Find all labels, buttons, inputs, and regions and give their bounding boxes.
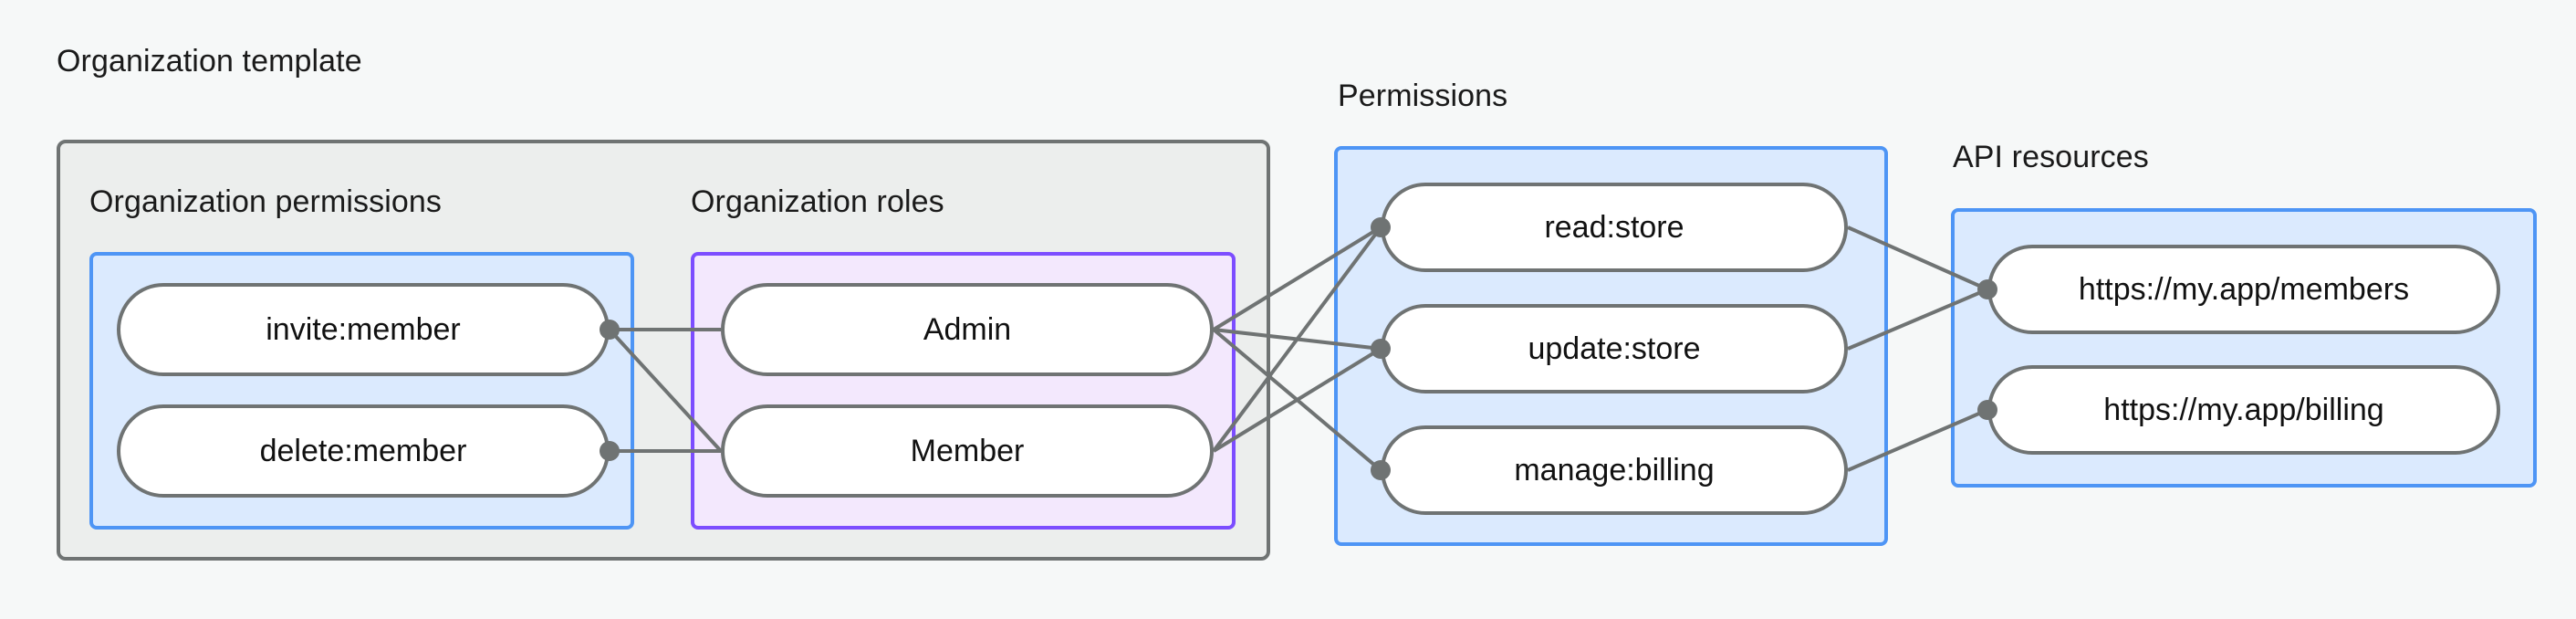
group-title-api-resources: API resources: [1953, 140, 2149, 174]
node-invite-member[interactable]: invite:member: [117, 283, 610, 376]
group-title-permissions: Permissions: [1338, 79, 1508, 113]
subgroup-title-organization-roles: Organization roles: [691, 184, 944, 219]
group-title-organization-template: Organization template: [57, 44, 362, 79]
node-role-member[interactable]: Member: [721, 404, 1214, 498]
node-update-store[interactable]: update:store: [1381, 304, 1848, 393]
node-api-resource-members[interactable]: https://my.app/members: [1987, 245, 2500, 334]
node-read-store[interactable]: read:store: [1381, 183, 1848, 272]
node-manage-billing[interactable]: manage:billing: [1381, 425, 1848, 515]
subgroup-title-organization-permissions: Organization permissions: [89, 184, 443, 219]
node-delete-member[interactable]: delete:member: [117, 404, 610, 498]
node-api-resource-billing[interactable]: https://my.app/billing: [1987, 365, 2500, 455]
node-role-admin[interactable]: Admin: [721, 283, 1214, 376]
